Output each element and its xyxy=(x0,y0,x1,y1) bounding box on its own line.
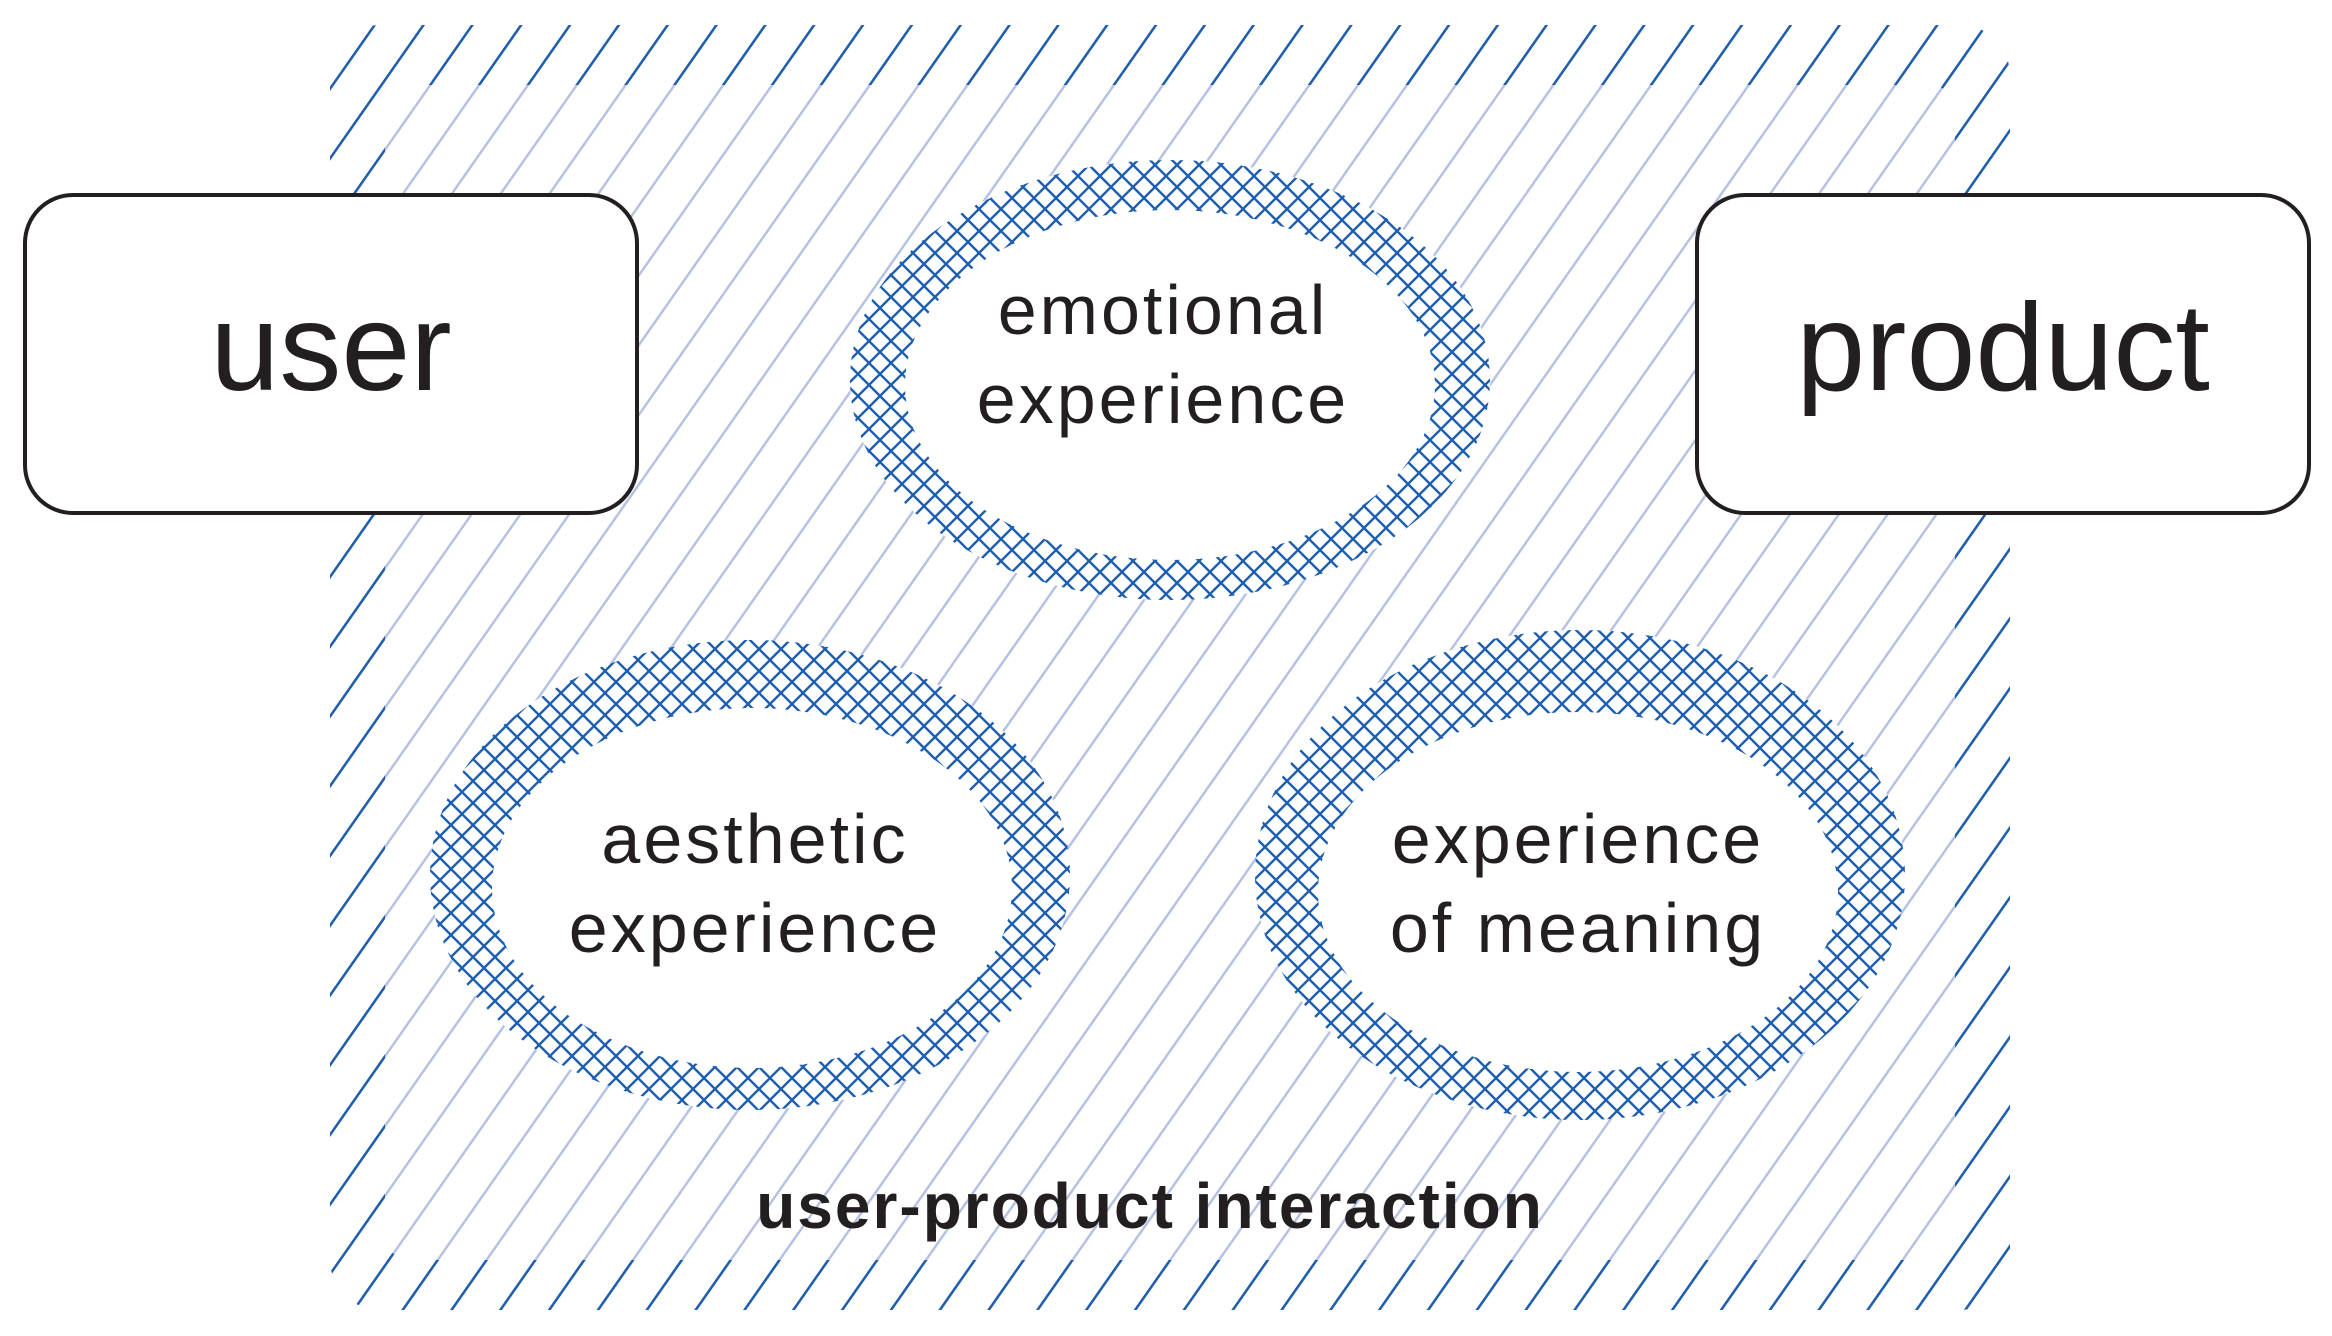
aesthetic-experience-node: aesthetic experience xyxy=(430,640,1070,1110)
interaction-label: user-product interaction xyxy=(756,1170,1544,1242)
meaning-experience-node: experience of meaning xyxy=(1255,630,1905,1120)
user-box: user xyxy=(23,193,639,515)
user-box-frame xyxy=(23,193,639,515)
meaning-experience-label-line2: of meaning xyxy=(1390,889,1766,967)
aesthetic-experience-label-line1: aesthetic xyxy=(601,800,908,878)
product-box-frame xyxy=(1695,193,2311,515)
emotional-experience-center xyxy=(905,210,1435,560)
meaning-experience-label-line1: experience xyxy=(1392,800,1764,878)
emotional-experience-node: emotional experience xyxy=(850,160,1490,600)
product-label: product xyxy=(1796,279,2210,417)
user-label: user xyxy=(210,279,451,417)
emotional-experience-label-line2: experience xyxy=(977,360,1349,438)
product-box: product xyxy=(1695,193,2311,515)
meaning-experience-center xyxy=(1318,712,1838,1072)
aesthetic-experience-center xyxy=(492,708,1012,1068)
emotional-experience-label-line1: emotional xyxy=(998,271,1329,349)
aesthetic-experience-label-line2: experience xyxy=(569,889,941,967)
